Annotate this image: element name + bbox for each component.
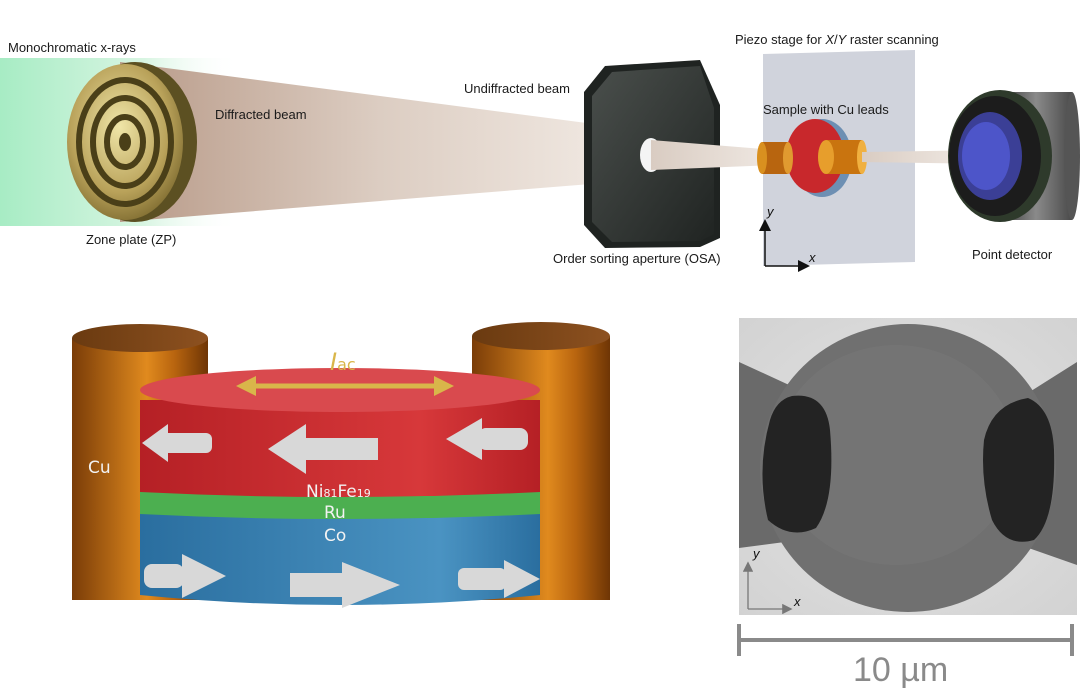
- ru-layer: [140, 490, 540, 519]
- stage-axes: y x: [759, 204, 816, 272]
- detector-label: Point detector: [972, 247, 1053, 262]
- right-dark-domain: [983, 398, 1055, 542]
- xray-source-label: Monochromatic x-rays: [8, 40, 136, 55]
- zone-plate: [67, 62, 197, 222]
- cu-label: Cu: [88, 458, 111, 478]
- current-arrow: [236, 376, 454, 396]
- image-axes: y x: [742, 546, 801, 615]
- stage-axis-y: y: [766, 204, 775, 219]
- osa-label: Order sorting aperture (OSA): [553, 251, 721, 266]
- co-magnetization-arrows: [144, 554, 540, 608]
- current-label: Iac: [330, 348, 356, 376]
- sample-label: Sample with Cu leads: [763, 102, 889, 117]
- co-label: Co: [324, 526, 346, 546]
- sample-miniature: [757, 119, 867, 197]
- nife-arrow-2: [268, 424, 378, 474]
- scale-bar: 10 µm: [737, 624, 1074, 689]
- image-axis-x: x: [793, 594, 801, 609]
- diffracted-beam-label: Diffracted beam: [215, 107, 307, 122]
- co-arrow-2: [290, 562, 400, 608]
- stxm-setup: Monochromatic x-rays Diffracted beam Zon…: [0, 32, 1080, 272]
- co-arrow-3: [458, 560, 540, 598]
- stxm-image: y x: [739, 318, 1077, 615]
- left-dark-domain: [762, 395, 832, 533]
- nife-magnetization-arrows: [142, 418, 528, 474]
- stage-axis-x: x: [808, 250, 816, 265]
- point-detector: [948, 90, 1080, 222]
- co-arrow-1: [144, 554, 226, 598]
- image-axis-y: y: [752, 546, 761, 561]
- zone-plate-label: Zone plate (ZP): [86, 232, 176, 247]
- piezo-stage-label: Piezo stage for X/Y raster scanning: [735, 32, 939, 47]
- co-layer: [140, 512, 540, 605]
- nife-label: Ni81Fe19: [306, 482, 371, 502]
- scale-bar-label: 10 µm: [853, 651, 948, 689]
- nife-arrow-1: [142, 424, 212, 462]
- nife-arrow-3: [446, 418, 528, 460]
- sample-stack: Cu Iac: [72, 322, 610, 608]
- diffracted-beam-cone: [120, 62, 640, 222]
- nife-top-surface: [140, 368, 540, 412]
- undiffracted-beam-label: Undiffracted beam: [464, 81, 570, 96]
- ru-label: Ru: [324, 503, 346, 523]
